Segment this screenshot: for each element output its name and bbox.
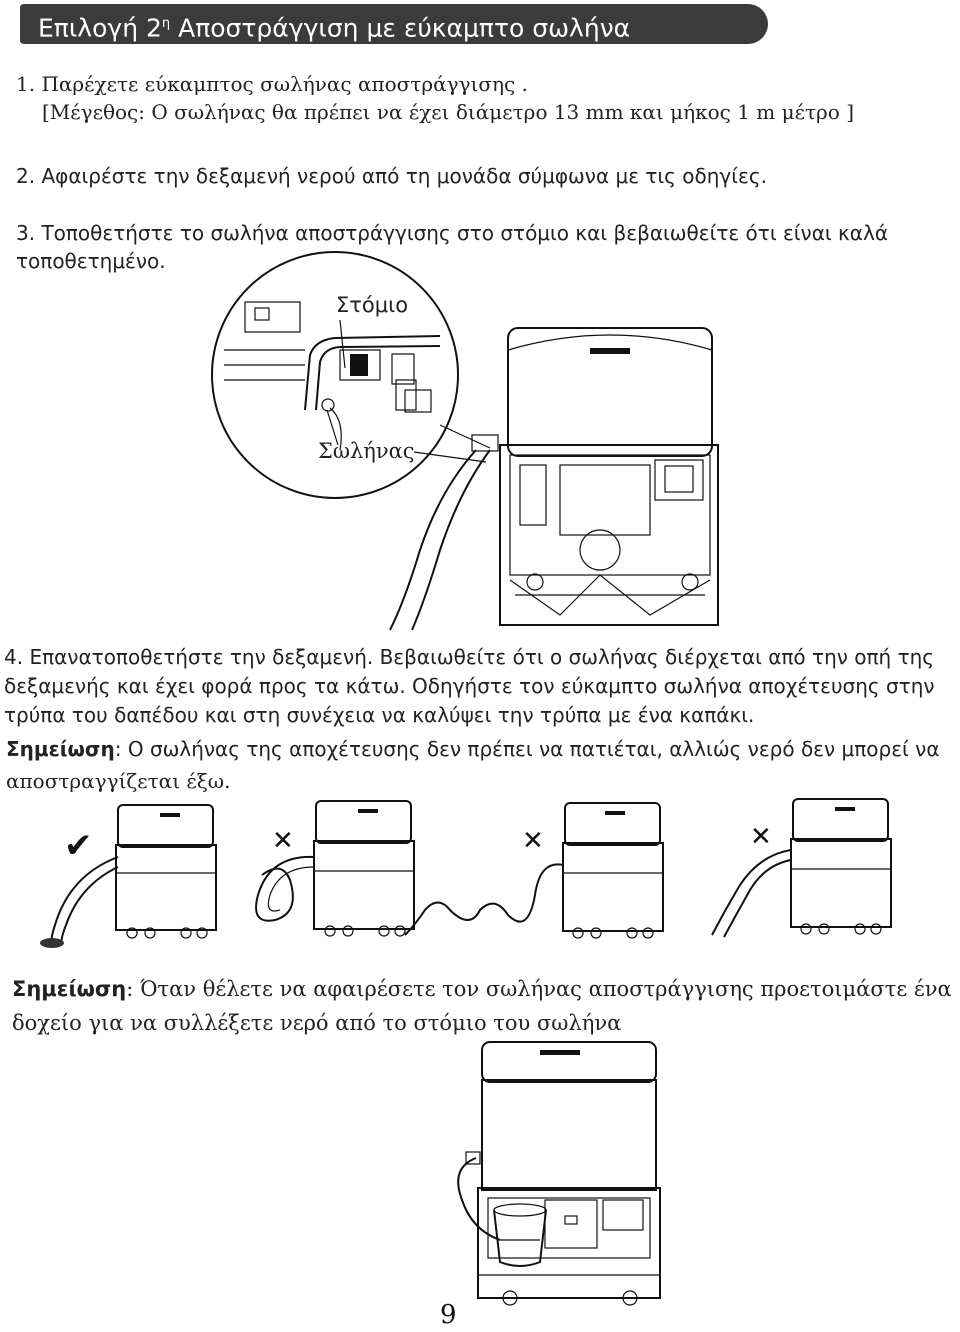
step-4-line-2: δεξαμενής και έχει φορά προς τα κάτω. Οδ… [4,673,935,699]
step-4-line-3: τρύπα του δαπέδου και στη συνέχεια να κα… [4,702,754,728]
note-2-line-2: δοχείο για να συλλέξετε νερό από το στόμ… [12,1010,621,1036]
unit-looped-hose [256,801,414,936]
label-hose: Σωλήνας [318,438,415,464]
header-title-pre: Επιλογή 2 [38,13,162,42]
note-1-text-1: : Ο σωλήνας της αποχέτευσης δεν πρέπει ν… [115,737,940,761]
header-title-post: Αποστράγγιση με εύκαμπτο σωλήνα [170,13,630,42]
wrong-mark-icon: ✕ [750,822,772,852]
step-4-line-1: 4. Επανατοποθετήστε την δεξαμενή. Βεβαιω… [4,644,934,670]
header-title-sup: η [162,16,170,31]
figure-container-drain [0,1040,960,1300]
unit-raised-hose [712,799,891,937]
step-3-line-1: 3. Τοποθετήστε το σωλήνα αποστράγγισης σ… [16,220,888,246]
step-1-line-1: 1. Παρέχετε εύκαμπτος σωλήνας αποστράγγι… [16,71,528,97]
figure-outlet-hose [0,270,960,630]
correct-mark-icon: ✔ [64,826,93,866]
note-2-label: Σημείωση [12,977,126,1001]
label-outlet: Στόμιο [336,292,408,318]
note-2-text-1: : Όταν θέλετε να αφαιρέσετε τον σωλήνας … [126,977,952,1001]
unit-wavy-hose [405,803,663,938]
step-1-line-2: [Μέγεθος: Ο σωλήνας θα πρέπει να έχει δι… [42,99,854,125]
section-header: Επιλογή 2η Αποστράγγιση με εύκαμπτο σωλή… [20,4,768,44]
step-2: 2. Αφαιρέστε την δεξαμενή νερού από τη μ… [16,163,767,189]
note-1-line-2: αποστραγγίζεται έξω. [6,768,230,794]
wrong-mark-icon: ✕ [272,826,294,856]
page-number: 9 [440,1300,457,1330]
hose-examples-figure [0,795,960,960]
note-1-line-1: Σημείωση: Ο σωλήνας της αποχέτευσης δεν … [6,736,940,762]
note-2-line-1: Σημείωση: Όταν θέλετε να αφαιρέσετε τον … [12,976,952,1002]
wrong-mark-icon: ✕ [522,826,544,856]
note-1-label: Σημείωση [6,737,115,761]
